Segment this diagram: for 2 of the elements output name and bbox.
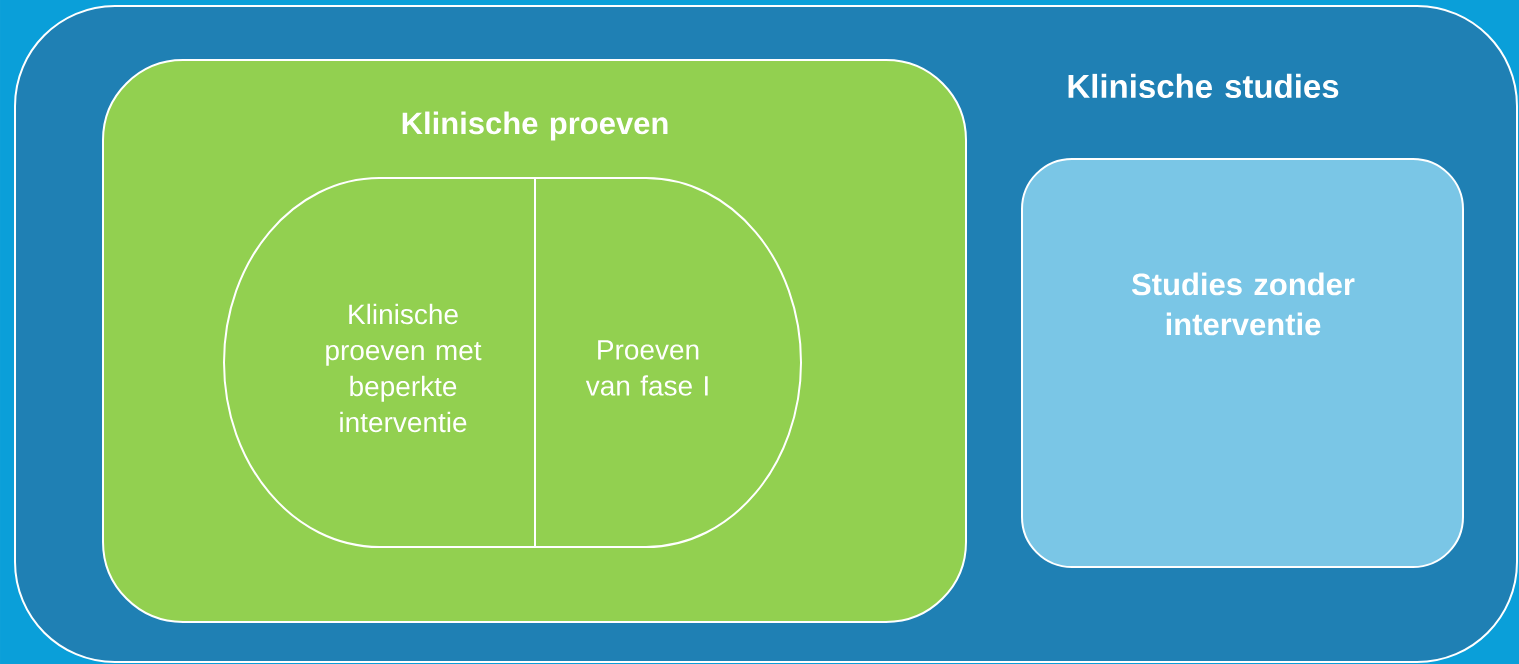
half-capsule: Proeven van fase I — [534, 177, 802, 548]
study-box: Studies zonder interventie — [1021, 158, 1464, 568]
